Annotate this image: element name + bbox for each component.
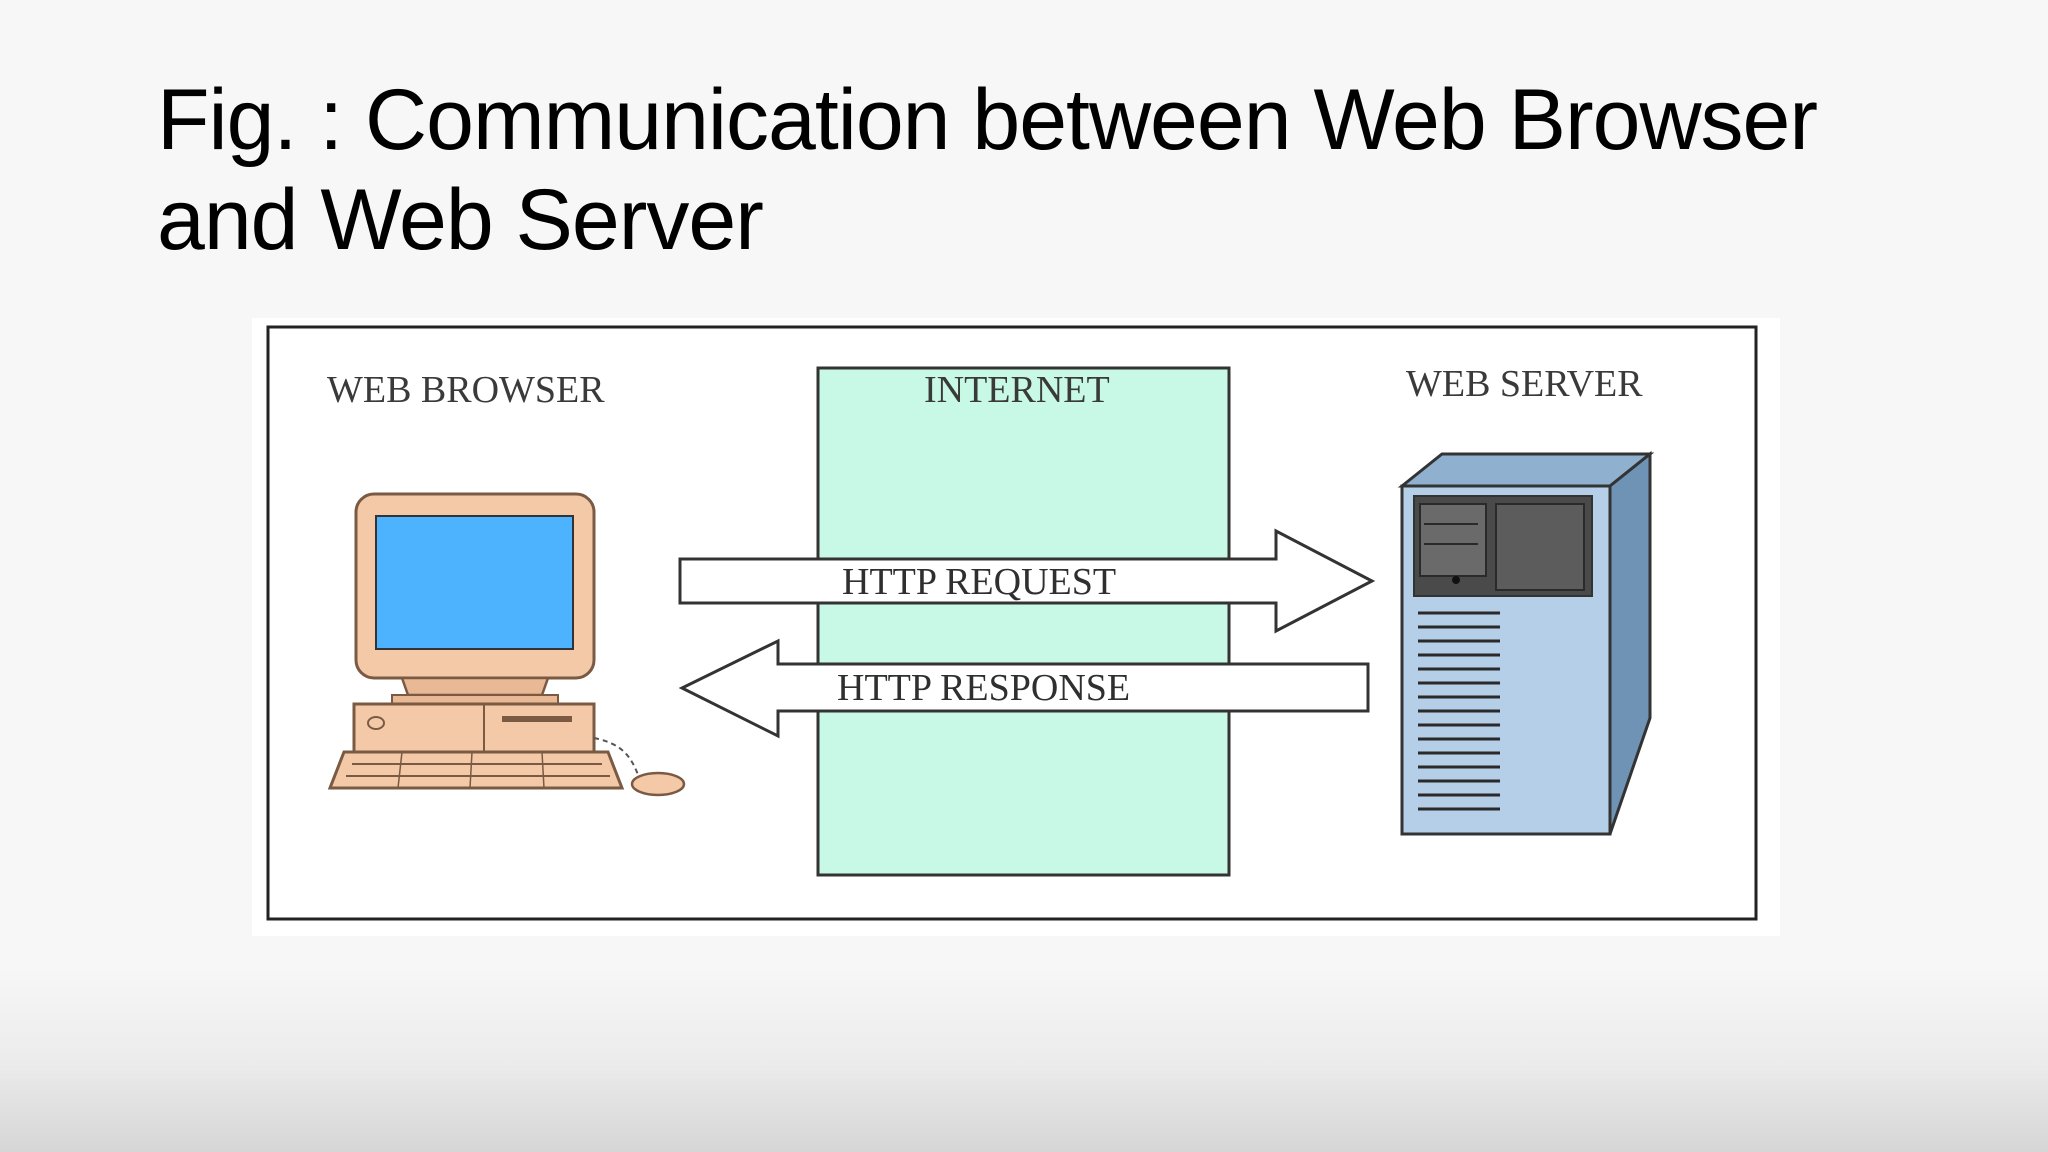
web-server-label: WEB SERVER <box>1406 363 1643 405</box>
internet-zone <box>816 366 1231 877</box>
computer-icon <box>327 492 686 797</box>
slide-title: Fig. : Communication between Web Browser… <box>157 70 1957 270</box>
server-icon <box>1397 450 1655 836</box>
http-response-arrow: HTTP RESPONSE <box>678 638 1370 739</box>
diagram-frame: WEB BROWSER INTERNET WEB SERVER <box>252 318 1780 936</box>
internet-label: INTERNET <box>924 369 1110 411</box>
http-request-label: HTTP REQUEST <box>842 561 1116 603</box>
web-browser-label: WEB BROWSER <box>327 369 605 411</box>
http-response-label: HTTP RESPONSE <box>837 667 1130 709</box>
communication-diagram: WEB BROWSER INTERNET WEB SERVER <box>266 325 1758 921</box>
http-request-arrow: HTTP REQUEST <box>678 528 1376 634</box>
slide-title-line-2: and Web Server <box>157 172 764 268</box>
slide-title-line-1: Fig. : Communication between Web Browser <box>157 72 1818 168</box>
